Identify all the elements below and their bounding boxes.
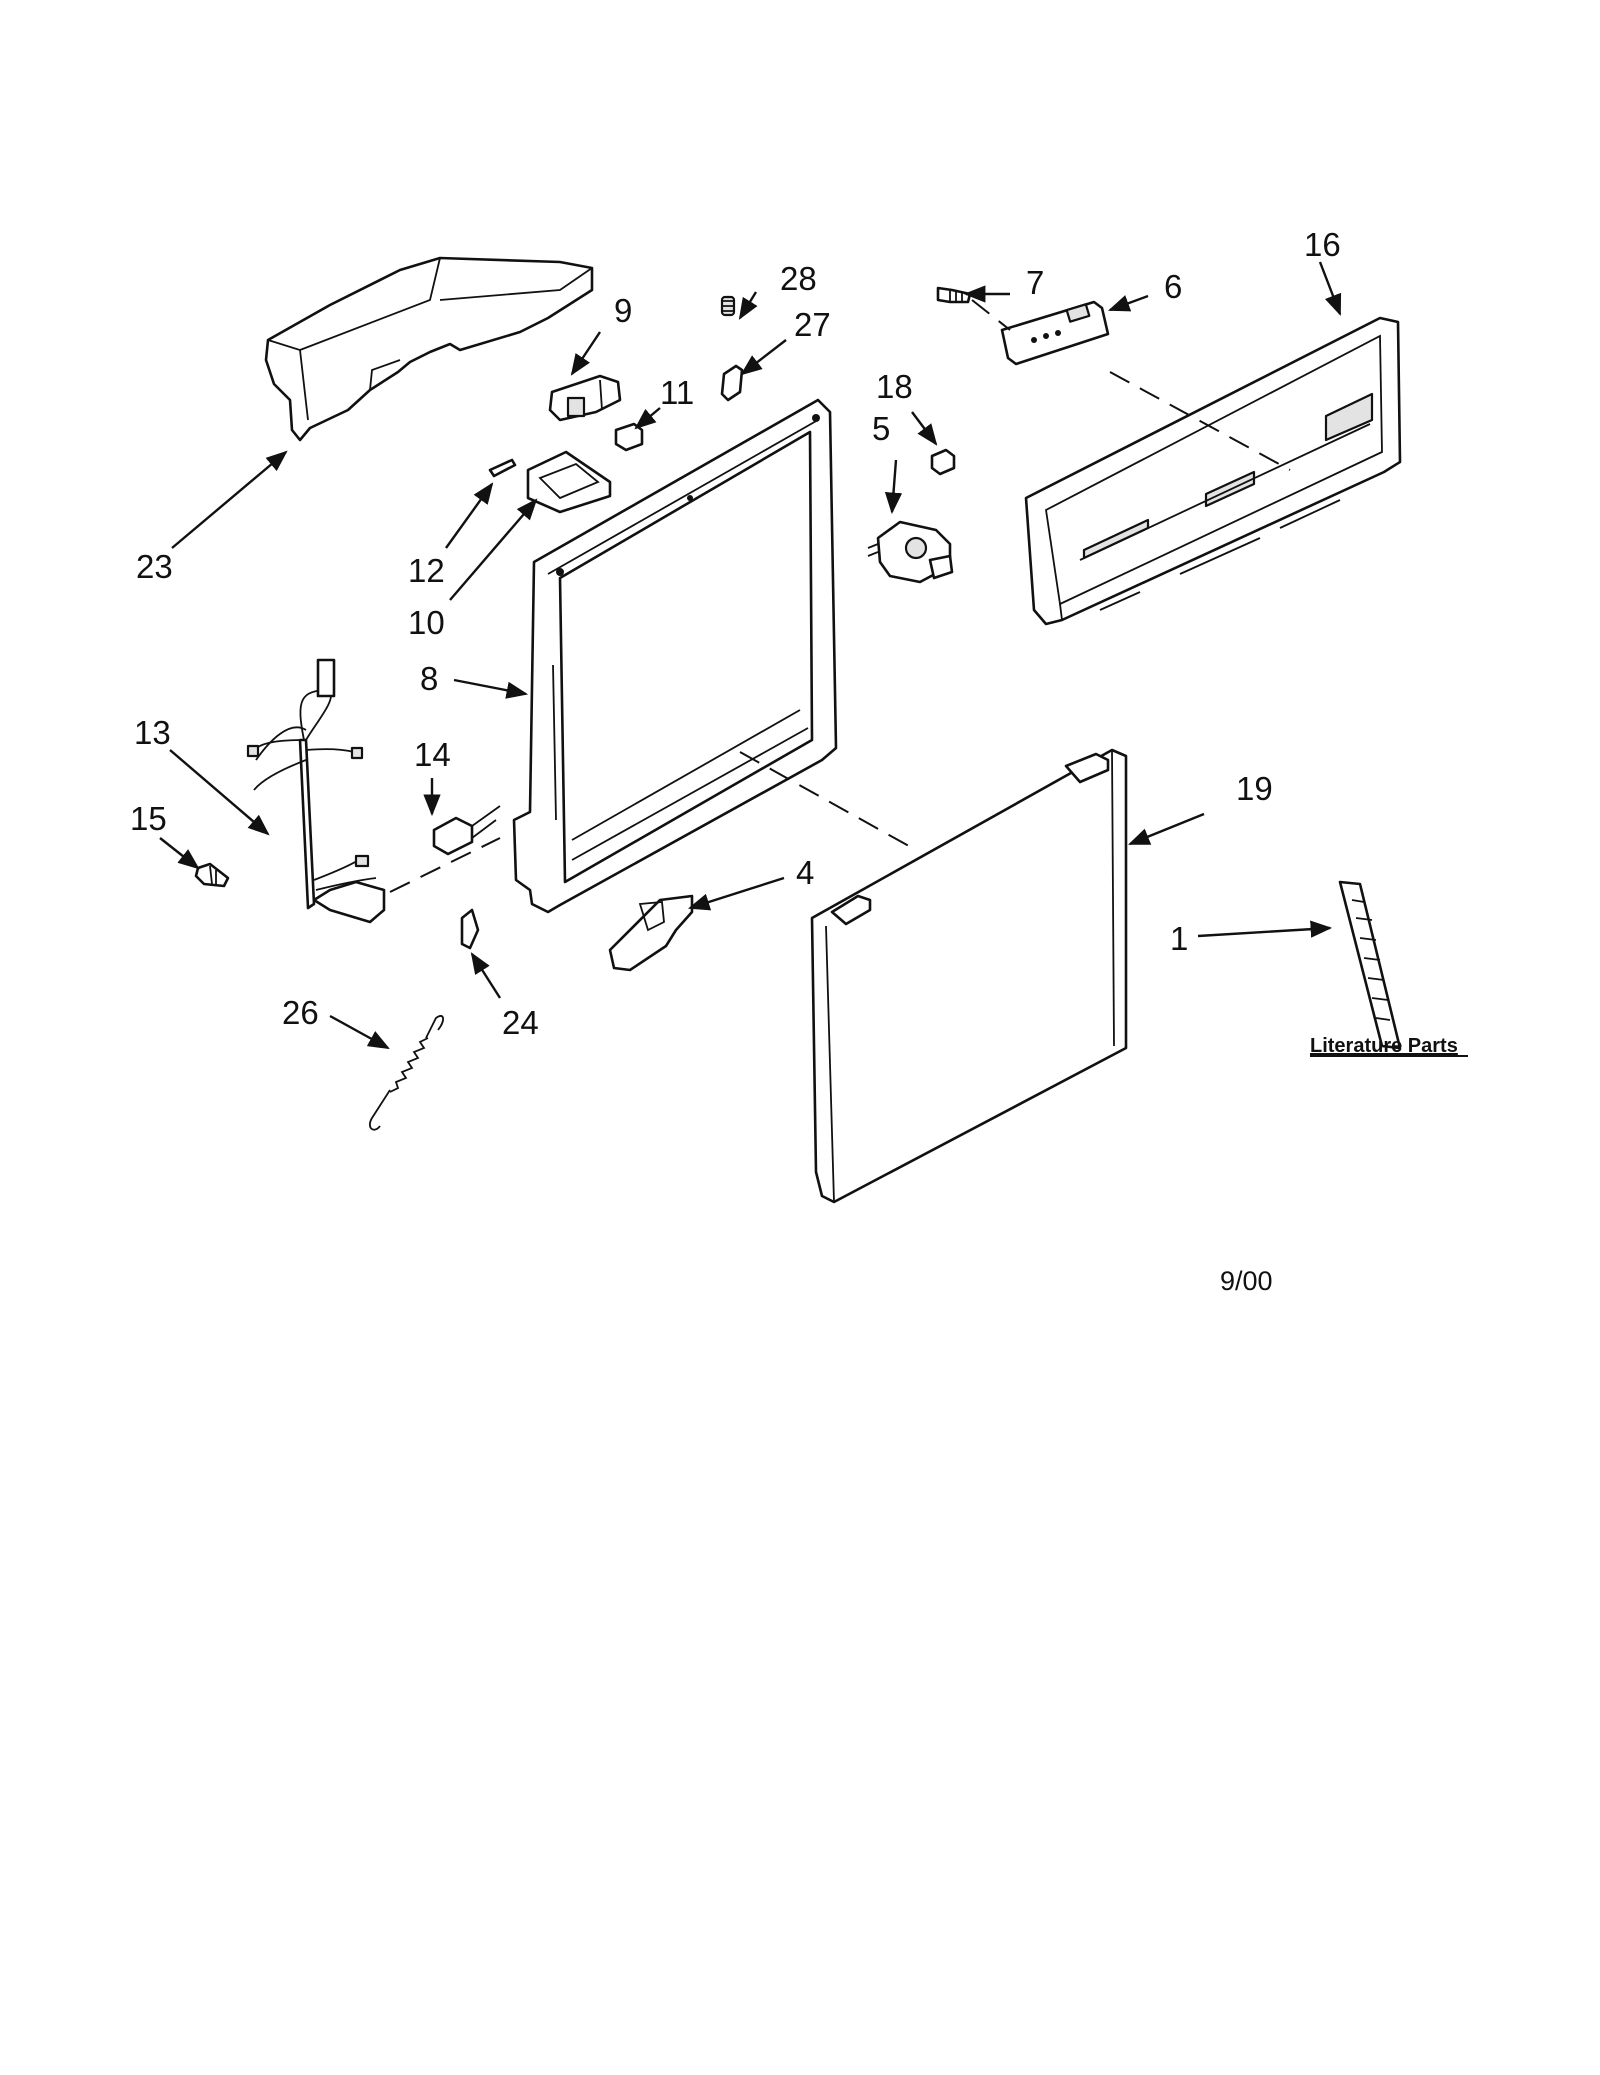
- callout-23: 23: [136, 548, 173, 585]
- part-19-door-panel: [810, 748, 1128, 1204]
- callout-16: 16: [1304, 226, 1341, 263]
- part-4-bracket: [608, 894, 694, 972]
- date-code: 9/00: [1220, 1266, 1273, 1296]
- alignment-line-harness: [389, 837, 501, 893]
- callout-10: 10: [408, 604, 445, 641]
- callout-4: 4: [796, 854, 814, 891]
- callout-28: 28: [780, 260, 817, 297]
- part-5-selector-switch: [867, 520, 954, 584]
- part-13-wire-harness: [246, 658, 386, 924]
- callout-5: 5: [872, 410, 890, 447]
- callout-7: 7: [1026, 264, 1044, 301]
- part-27-clip: [720, 364, 744, 402]
- part-7-screw: [936, 286, 972, 304]
- part-10-latch-housing: [526, 450, 612, 514]
- callout-11: 11: [660, 374, 694, 411]
- part-12-pin: [488, 458, 517, 478]
- part-6-control-board: [1000, 300, 1110, 366]
- part-8-door-frame: [512, 398, 838, 914]
- literature-parts-label: Literature Parts: [1310, 1035, 1458, 1057]
- part-28-spring: [720, 295, 736, 317]
- callout-9: 9: [614, 292, 632, 329]
- callout-24: 24: [502, 1004, 539, 1041]
- callout-19: 19: [1236, 770, 1273, 807]
- part-11-switch: [614, 422, 644, 452]
- part-16-control-panel: [1024, 316, 1402, 626]
- callout-1: 1: [1170, 920, 1188, 957]
- part-23-cover: [264, 256, 594, 442]
- callout-13: 13: [134, 714, 171, 751]
- leader-lines: [159, 261, 1342, 1050]
- part-9-latch: [548, 374, 622, 422]
- part-15-screw: [194, 862, 230, 888]
- callout-27: 27: [794, 306, 831, 343]
- part-14-door-switch: [432, 805, 501, 856]
- callout-26: 26: [282, 994, 319, 1031]
- part-24-clip: [460, 908, 480, 950]
- alignment-line-panel: [971, 299, 1291, 471]
- part-1-literature: [1338, 880, 1402, 1050]
- callout-18: 18: [876, 368, 913, 405]
- callout-6: 6: [1164, 268, 1182, 305]
- callout-15: 15: [130, 800, 167, 837]
- callout-labels: 23 12 10 9 11 8 13 14 15 26 24 4 5 18 7 …: [130, 226, 1341, 1041]
- callout-12: 12: [408, 552, 445, 589]
- callout-14: 14: [414, 736, 451, 773]
- part-26-spring: [368, 1015, 444, 1131]
- callout-8: 8: [420, 660, 438, 697]
- part-18-button: [930, 448, 956, 476]
